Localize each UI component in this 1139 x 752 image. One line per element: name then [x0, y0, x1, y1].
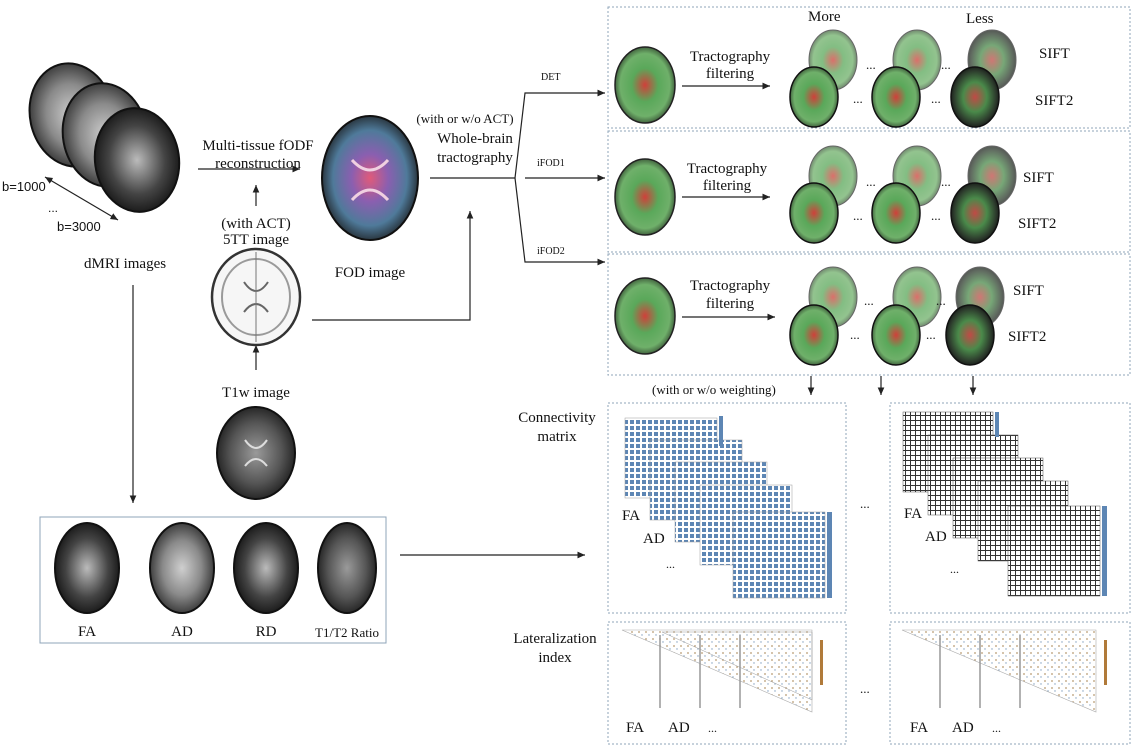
branch-ifod1-label: iFOD1 — [537, 158, 565, 169]
lateralization-label-line2: index — [538, 650, 572, 666]
ellipsis: ... — [931, 208, 941, 223]
branch-box-det — [607, 6, 1131, 129]
scalar-label-ad: AD — [171, 624, 193, 640]
5tt-brain-icon — [210, 247, 302, 347]
ellipsis: ... — [864, 293, 874, 308]
fod-brain-icon — [321, 115, 419, 241]
branch-det-label: DET — [541, 72, 561, 83]
connectivity-ad-label-right: AD — [925, 529, 947, 545]
filtered-brains-ifod2 — [789, 266, 1005, 366]
rd-brain-icon — [233, 522, 299, 614]
scalar-maps-box — [39, 516, 387, 644]
branch-box-ifod2 — [607, 253, 1131, 376]
connectivity-ad-label: AD — [643, 531, 665, 547]
tractography-act-note: (with or w/o ACT) — [416, 111, 514, 126]
connectivity-fa-label: FA — [622, 508, 641, 524]
filter-det-line2: filtering — [705, 66, 755, 82]
ellipsis: ... — [941, 57, 951, 72]
filter-ifod1-line2: filtering — [702, 178, 752, 194]
fivett-label: 5TT image — [223, 232, 289, 248]
branch-ifod2-label: iFOD2 — [537, 246, 565, 257]
lateralization-ad-label: AD — [668, 720, 690, 736]
recon-label-line1: Multi-tissue fODF — [202, 138, 314, 154]
fod-label: FOD image — [334, 265, 406, 281]
dmri-stack-icon — [28, 62, 181, 213]
more-label: More — [808, 9, 841, 25]
sift2-ifod2-label: SIFT2 — [1008, 329, 1047, 345]
ellipsis: ... — [853, 91, 863, 106]
b-value-arrow — [44, 176, 119, 221]
connectivity-panel-right — [889, 402, 1131, 614]
filter-ifod2-line1: Tractography — [689, 278, 771, 294]
connectivity-dots-right: ... — [950, 562, 959, 576]
lateralization-fa-label-right: FA — [910, 720, 929, 736]
connectivity-matrix-icon — [624, 416, 832, 599]
branch-box-ifod1 — [607, 130, 1131, 253]
ellipsis: ... — [941, 174, 951, 189]
ellipsis: ... — [926, 327, 936, 342]
ellipsis: ... — [866, 57, 876, 72]
flow-arrows — [129, 82, 977, 559]
t1w-brain-icon — [216, 406, 296, 500]
lateralization-label-line1: Lateralization — [513, 631, 597, 647]
connectivity-label-line1: Connectivity — [518, 410, 596, 426]
lateralization-panel-right — [889, 621, 1131, 745]
ellipsis: ... — [931, 91, 941, 106]
dmri-label: dMRI images — [84, 256, 167, 272]
t1t2-brain-icon — [317, 522, 377, 614]
connectivity-dots: ... — [666, 557, 675, 571]
filter-ifod2-line2: filtering — [705, 296, 755, 312]
tractography-label-line2: tractography — [437, 150, 513, 166]
t1w-label: T1w image — [222, 385, 290, 401]
connectivity-matrix-binary-icon — [902, 411, 1107, 597]
tractography-label-line1: Whole-brain — [437, 131, 513, 147]
ellipsis: ... — [850, 327, 860, 342]
filtered-brains-ifod1 — [789, 145, 1017, 244]
recon-label-line2: reconstruction — [215, 156, 301, 172]
sift2-det-label: SIFT2 — [1035, 93, 1074, 109]
fivett-act-note: (with ACT) — [221, 216, 291, 232]
sift-ifod2-label: SIFT — [1013, 283, 1044, 299]
filtered-brains-det — [789, 29, 1017, 128]
ellipsis: ... — [853, 208, 863, 223]
sift2-ifod1-label: SIFT2 — [1018, 216, 1057, 232]
b-value-dots-label: ... — [48, 201, 59, 215]
b-value-low-label: b=1000 — [2, 179, 46, 194]
sift-ifod1-label: SIFT — [1023, 170, 1054, 186]
lateralization-triangle-icon — [621, 629, 1107, 713]
fa-brain-icon — [54, 522, 120, 614]
lateralization-dots: ... — [708, 721, 717, 735]
lateralization-ad-label-right: AD — [952, 720, 974, 736]
filter-det-line1: Tractography — [689, 49, 771, 65]
lateralization-panel-gap-ellipsis: ... — [860, 681, 870, 696]
scalar-brains — [54, 522, 377, 614]
weighting-note: (with or w/o weighting) — [652, 382, 776, 397]
scalar-label-t1t2: T1/T2 Ratio — [315, 625, 379, 640]
less-label: Less — [966, 11, 994, 27]
b-value-high-label: b=3000 — [57, 219, 101, 234]
lateralization-fa-label: FA — [626, 720, 645, 736]
tractogram-brain-icon — [614, 46, 676, 355]
sift-det-label: SIFT — [1039, 46, 1070, 62]
lateralization-dots-right: ... — [992, 721, 1001, 735]
scalar-label-fa: FA — [77, 624, 97, 640]
ad-brain-icon — [149, 522, 215, 614]
ellipsis: ... — [936, 293, 946, 308]
ellipsis: ... — [866, 174, 876, 189]
connectivity-fa-label-right: FA — [904, 506, 923, 522]
scalar-label-rd: RD — [255, 624, 277, 640]
connectivity-panel-gap-ellipsis: ... — [860, 496, 870, 511]
filter-ifod1-line1: Tractography — [686, 161, 768, 177]
connectivity-label-line2: matrix — [537, 429, 577, 445]
